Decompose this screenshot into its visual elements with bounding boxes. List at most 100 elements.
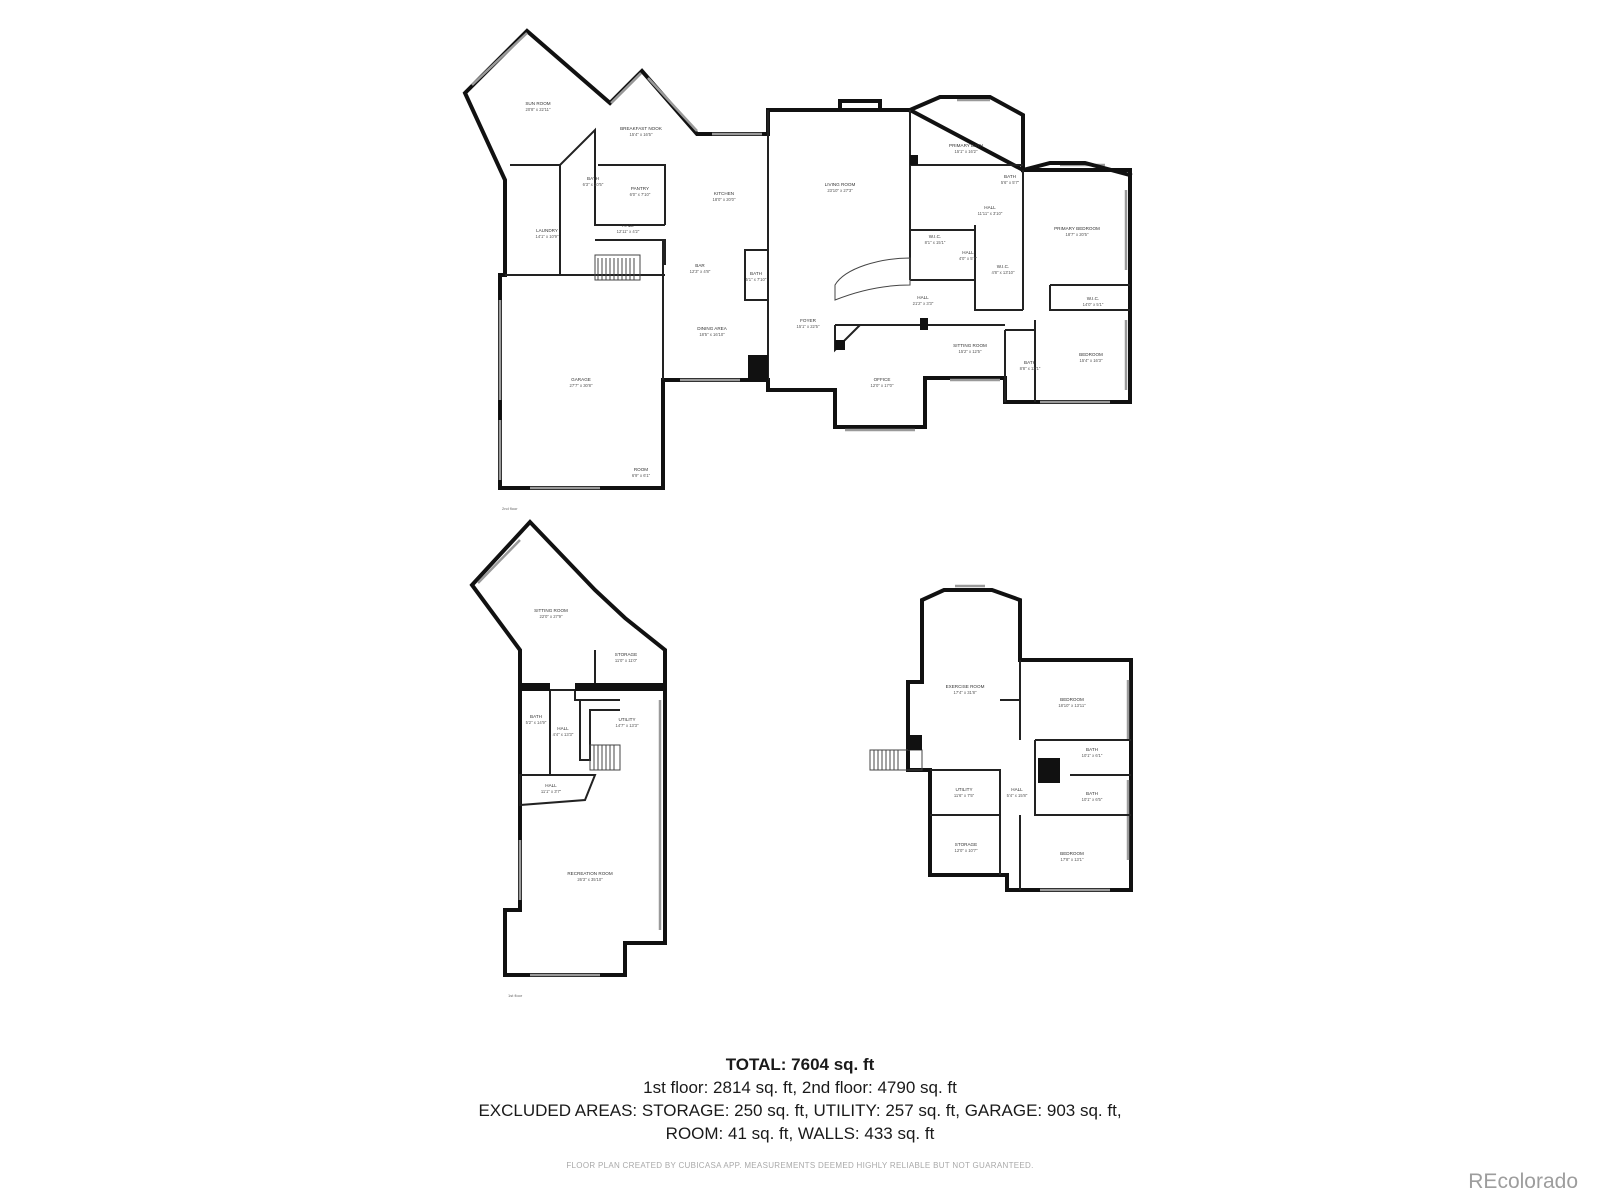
svg-text:SITTING ROOM: SITTING ROOM	[953, 343, 987, 348]
svg-text:15'4" x 16'3": 15'4" x 16'3"	[1080, 358, 1103, 363]
svg-text:BATH: BATH	[1024, 360, 1036, 365]
svg-text:BATH: BATH	[1086, 747, 1098, 752]
svg-text:LIVING ROOM: LIVING ROOM	[825, 182, 856, 187]
svg-text:18'5" x 16'10": 18'5" x 16'10"	[699, 332, 725, 337]
floor-label-1st: 1st floor	[508, 993, 523, 998]
disclaimer: FLOOR PLAN CREATED BY CUBICASA APP. MEAS…	[566, 1161, 1034, 1170]
svg-text:HALL: HALL	[984, 205, 996, 210]
svg-text:11'1" x 3'7": 11'1" x 3'7"	[541, 789, 562, 794]
svg-text:SITTING ROOM: SITTING ROOM	[534, 608, 568, 613]
svg-text:BAR: BAR	[695, 263, 705, 268]
svg-text:BEDROOM: BEDROOM	[1079, 352, 1103, 357]
svg-text:KITCHEN: KITCHEN	[714, 191, 734, 196]
svg-text:14'0" x 5'1": 14'0" x 5'1"	[1083, 302, 1104, 307]
svg-text:5'4" x 15'8": 5'4" x 15'8"	[1007, 793, 1028, 798]
svg-text:11'0" x 11'0": 11'0" x 11'0"	[615, 658, 638, 663]
svg-text:BREAKFAST NOOK: BREAKFAST NOOK	[620, 126, 663, 131]
svg-text:20'8" x 22'11": 20'8" x 22'11"	[526, 107, 551, 112]
svg-text:6'9" x 6'1": 6'9" x 6'1"	[632, 473, 651, 478]
svg-text:BEDROOM: BEDROOM	[1060, 851, 1084, 856]
svg-text:LAUNDRY: LAUNDRY	[536, 228, 558, 233]
svg-text:5'6" x 5'7": 5'6" x 5'7"	[1001, 180, 1020, 185]
svg-text:12'0" x 17'0": 12'0" x 17'0"	[871, 383, 894, 388]
svg-text:PRIMARY BATH: PRIMARY BATH	[949, 143, 983, 148]
svg-text:W.I.C.: W.I.C.	[997, 264, 1010, 269]
svg-text:W.I.C.: W.I.C.	[929, 234, 942, 239]
brand-logo: REcolorado	[1468, 1170, 1578, 1193]
svg-text:OFFICE: OFFICE	[874, 377, 891, 382]
svg-text:HALL: HALL	[1011, 787, 1023, 792]
svg-text:18'10" x 13'11": 18'10" x 13'11"	[1058, 703, 1086, 708]
room-label-wic: W.I.C.4'8" x 13'10"	[992, 264, 1015, 275]
svg-text:10'1" x 6'5": 10'1" x 6'5"	[1082, 797, 1103, 802]
svg-text:10'1" x 6'1": 10'1" x 6'1"	[1082, 753, 1103, 758]
svg-text:8'8" x 13'1": 8'8" x 13'1"	[1020, 366, 1041, 371]
svg-text:18'7" x 20'5": 18'7" x 20'5"	[1066, 232, 1089, 237]
svg-text:26'3" x 35'10": 26'3" x 35'10"	[577, 877, 603, 882]
svg-text:HALL: HALL	[962, 250, 974, 255]
svg-text:17'8" x 13'1": 17'8" x 13'1"	[1061, 857, 1084, 862]
svg-text:GARAGE: GARAGE	[571, 377, 591, 382]
svg-text:PRIMARY BEDROOM: PRIMARY BEDROOM	[1054, 226, 1100, 231]
svg-text:BATH: BATH	[1086, 791, 1098, 796]
svg-text:12'0" x 10'7": 12'0" x 10'7"	[955, 848, 978, 853]
svg-text:14'7" x 13'3": 14'7" x 13'3"	[616, 723, 639, 728]
svg-text:23'10" x 27'3": 23'10" x 27'3"	[827, 188, 853, 193]
svg-text:HALL: HALL	[622, 223, 634, 228]
svg-text:4'8" x 13'10": 4'8" x 13'10"	[992, 270, 1015, 275]
svg-text:15'1" x 22'5": 15'1" x 22'5"	[797, 324, 820, 329]
svg-text:HALL: HALL	[557, 726, 569, 731]
svg-text:8'1" x 15'1": 8'1" x 15'1"	[925, 240, 946, 245]
svg-text:STORAGE: STORAGE	[615, 652, 637, 657]
svg-text:11'6" x 7'5": 11'6" x 7'5"	[954, 793, 975, 798]
svg-text:15'2" x 12'5": 15'2" x 12'5"	[959, 349, 982, 354]
svg-text:18'0" x 20'0": 18'0" x 20'0"	[713, 197, 736, 202]
svg-text:UTILITY: UTILITY	[618, 717, 635, 722]
room-label-wic: W.I.C.8'1" x 15'1"	[925, 234, 946, 245]
svg-text:BATH: BATH	[1004, 174, 1016, 179]
svg-text:DINING AREA: DINING AREA	[697, 326, 728, 331]
svg-text:12'11" x 4'2": 12'11" x 4'2"	[617, 229, 640, 234]
svg-text:EXERCISE ROOM: EXERCISE ROOM	[946, 684, 985, 689]
svg-text:BATH: BATH	[530, 714, 542, 719]
svg-text:4'4" x 13'3": 4'4" x 13'3"	[553, 732, 574, 737]
floor-label-2nd: 2nd floor	[502, 506, 518, 511]
svg-text:5'1" x 7'10": 5'1" x 7'10"	[746, 277, 767, 282]
svg-text:W.I.C.: W.I.C.	[1087, 296, 1100, 301]
svg-text:HALL: HALL	[545, 783, 557, 788]
svg-text:6'0" x 7'10": 6'0" x 7'10"	[630, 192, 651, 197]
svg-text:RECREATION ROOM: RECREATION ROOM	[567, 871, 613, 876]
svg-text:FOYER: FOYER	[800, 318, 817, 323]
